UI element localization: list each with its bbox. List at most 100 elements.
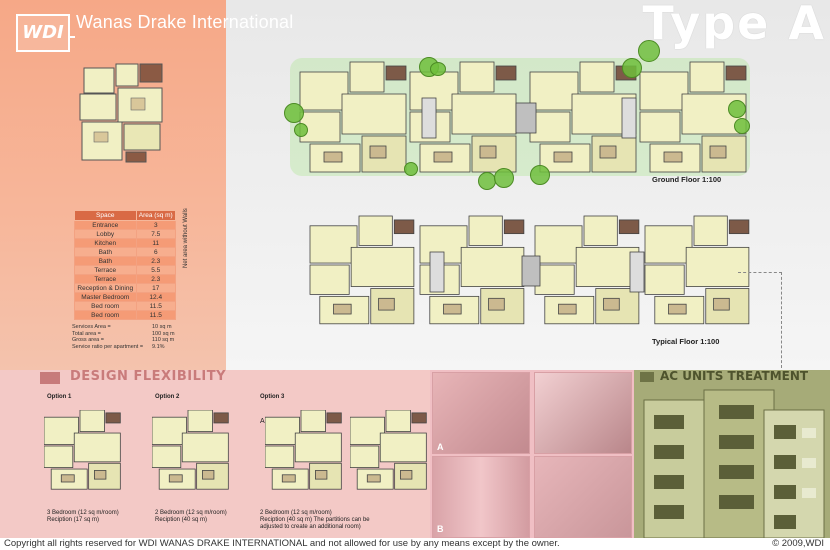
plan-furniture	[168, 474, 183, 483]
area-space-cell: Terrace	[74, 265, 137, 275]
plan-furniture	[202, 470, 215, 480]
area-value-cell: 11.5	[135, 310, 176, 320]
area-space-cell: Terrace	[74, 274, 137, 284]
plan-furniture	[94, 470, 107, 480]
tree-icon	[530, 165, 550, 185]
stair-core	[621, 97, 637, 139]
summary-key: Services Area =	[72, 324, 111, 330]
area-space-cell: Bath	[74, 256, 137, 266]
plan-room	[152, 416, 187, 445]
plan-room	[350, 246, 415, 287]
stair-core	[429, 251, 445, 293]
lift-core	[521, 255, 541, 287]
area-space-cell: Kitchen	[74, 238, 137, 248]
photo-label-b: B	[437, 524, 444, 534]
apartment-mini-plan	[79, 63, 163, 163]
area-space-cell: Master Bedroom	[74, 292, 137, 302]
plan-room	[595, 288, 640, 325]
plan-room	[529, 71, 579, 111]
plan-terrace	[725, 65, 747, 81]
tree-icon	[728, 100, 746, 118]
plan-furniture	[333, 303, 352, 315]
area-space-cell: Entrance	[74, 220, 137, 230]
photo-label-a: A	[437, 442, 444, 452]
plan-terrace	[503, 219, 525, 235]
area-value-cell: 6	[135, 247, 176, 257]
stair-core	[421, 97, 437, 139]
plan-room	[579, 61, 615, 93]
plan-room	[451, 93, 517, 135]
plan-room	[181, 432, 229, 463]
option-1-desc-line2: Reciption (17 sq m)	[47, 517, 100, 523]
area-space-cell: Bath	[74, 247, 137, 257]
area-value-cell: 11.5	[135, 301, 176, 311]
plan-room	[639, 71, 689, 111]
area-value-cell: 2.3	[135, 256, 176, 266]
plan-room	[460, 246, 525, 287]
ac-units-title: AC UNITS TREATMENT	[660, 369, 809, 383]
tree-icon	[284, 103, 304, 123]
plan-furniture	[668, 303, 687, 315]
net-area-label: Net area without Walls	[183, 208, 189, 268]
option-3-desc-line2: Reciption (40 sq m) The partitions can b…	[260, 517, 370, 523]
plan-furniture	[323, 151, 343, 163]
plan-room	[294, 432, 342, 463]
area-value-cell: 7.5	[135, 229, 176, 239]
option-3-desc-line3: adjusted to create an additional room)	[260, 524, 361, 530]
interior-photo-b1	[432, 456, 530, 538]
plan-terrace	[495, 65, 517, 81]
option-2-desc-line1: 2 Bedroom (12 sq m/room)	[155, 510, 227, 516]
plan-room	[685, 246, 750, 287]
variant-a-label: A	[260, 418, 265, 425]
plan-furniture	[553, 151, 573, 163]
summary-value: 110 sq m	[152, 337, 175, 344]
plan-furniture	[378, 297, 395, 311]
area-space-cell: Lobby	[74, 229, 137, 239]
plan-room	[300, 410, 326, 433]
wdi-logo: WDI	[16, 14, 70, 52]
plan-room	[73, 432, 121, 463]
plan-furniture	[663, 151, 683, 163]
lift-core	[515, 102, 537, 134]
plan-room	[644, 225, 693, 264]
plan-room	[583, 215, 618, 246]
tree-icon	[622, 58, 642, 78]
plan-furniture	[713, 297, 730, 311]
section-marker	[40, 372, 60, 384]
ac-section-marker	[640, 372, 654, 382]
summary-key: Gross area =	[72, 337, 104, 344]
plan-room	[534, 225, 583, 264]
plan-room	[529, 111, 571, 143]
plan-furniture	[488, 297, 505, 311]
connector-line	[738, 272, 782, 368]
option-3a-plan	[265, 410, 342, 490]
plan-terrace	[393, 219, 415, 235]
typical-floor-label: Typical Floor 1:100	[652, 337, 720, 346]
option-2-desc-line2: Reciption (40 sq m)	[155, 517, 208, 523]
area-space-cell: Bed room	[74, 301, 137, 311]
option-1-description: 3 Bedroom (12 sq m/room) Reciption (17 s…	[47, 510, 119, 524]
tree-icon	[430, 62, 446, 76]
tree-icon	[404, 162, 418, 176]
area-table-header-space: Space	[74, 210, 137, 221]
tree-icon	[734, 118, 750, 134]
plan-room	[459, 61, 495, 93]
plan-room	[44, 445, 74, 469]
typical-floor-plan	[309, 215, 750, 325]
plan-furniture	[599, 145, 617, 159]
interior-photo-a1	[432, 372, 530, 454]
plan-terrace	[213, 412, 229, 424]
option-2-description: 2 Bedroom (12 sq m/room) Reciption (40 s…	[155, 510, 227, 524]
summary-row: Total area =100 sq m	[72, 331, 182, 338]
plan-furniture	[400, 470, 413, 480]
summary-value: 100 sq m	[152, 330, 175, 337]
plan-furniture	[366, 474, 381, 483]
plan-furniture	[558, 303, 577, 315]
option-3-desc-line1: 2 Bedroom (12 sq m/room)	[260, 510, 332, 516]
area-space-cell: Bed room	[74, 310, 137, 320]
